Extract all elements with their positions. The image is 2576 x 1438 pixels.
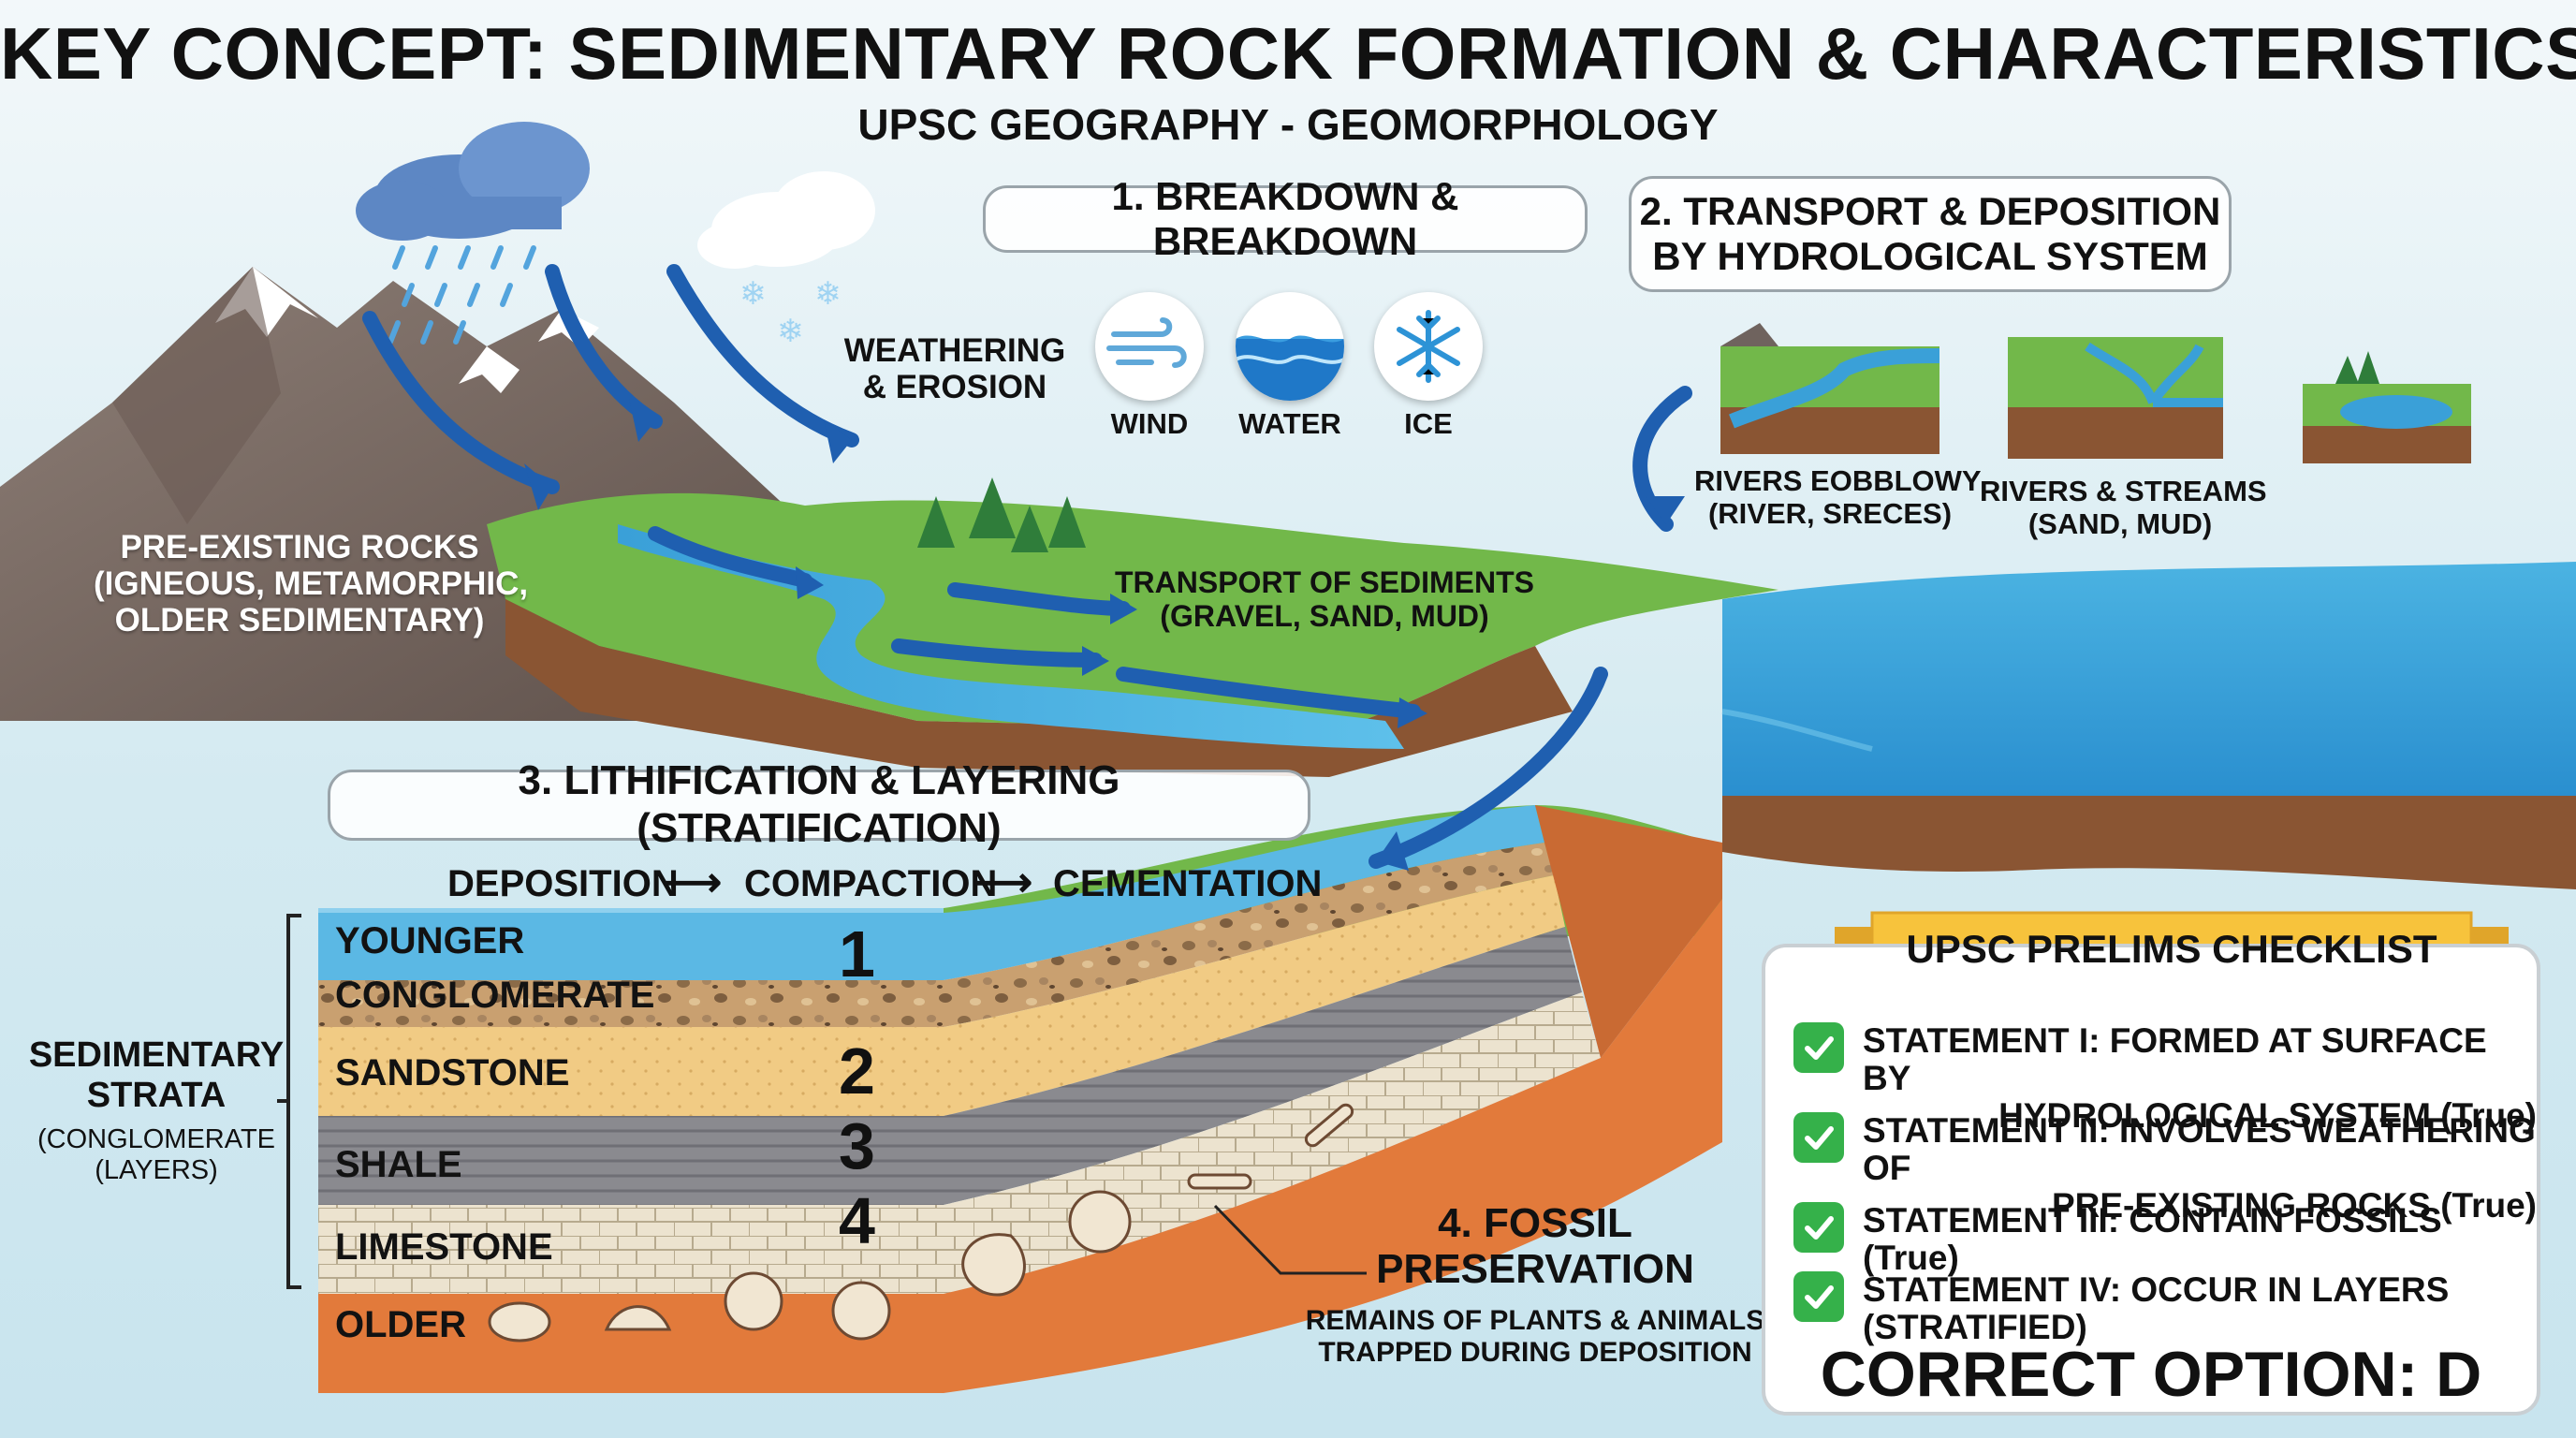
stage3-label: 3. LITHIFICATION & LAYERING (STRATIFICAT… xyxy=(328,757,1310,851)
stage1-label: 1. BREAKDOWN & BREAKDOWN xyxy=(983,174,1588,263)
wind-label: WIND xyxy=(1110,407,1189,440)
svg-text:❄: ❄ xyxy=(777,313,804,350)
rain-cloud-icon xyxy=(356,122,590,345)
ice-icon xyxy=(1374,292,1483,401)
checklist-item-4: STATEMENT IV: OCCUR IN LAYERS (STRATIFIE… xyxy=(1793,1271,2537,1346)
layer-younger-band xyxy=(318,913,944,980)
weathering-label: WEATHERING & EROSION xyxy=(843,332,1066,406)
layer-conglomerate-band xyxy=(318,980,944,1027)
layer-number-1: 1 xyxy=(839,917,875,990)
checklist-item-2: STATEMENT II: INVOLVES WEATHERING OF PRE… xyxy=(1793,1112,2537,1225)
prelims-checklist-card: STATEMENT I: FORMED AT SURFACE BY HYDROL… xyxy=(1762,944,2540,1416)
stream-environment-block xyxy=(2008,337,2223,459)
checkmark-icon xyxy=(1793,1202,1844,1253)
layer-label-younger: YOUNGER xyxy=(335,920,525,961)
checkmark-icon xyxy=(1793,1112,1844,1163)
stage2-label: 2. TRANSPORT & DEPOSITION BY HYDROLOGICA… xyxy=(1629,176,2232,292)
layer-limestone-band xyxy=(318,1205,944,1294)
strata-side-label: SEDIMENTARY STRATA (CONGLOMERATE (LAYERS… xyxy=(28,1035,285,1185)
checklist-item-3: STATEMENT III: CONTAIN FOSSILS (True) xyxy=(1793,1202,2537,1277)
process-cementation: CEMENTATION xyxy=(1053,863,1323,904)
checkmark-icon xyxy=(1793,1022,1844,1073)
layer-number-3: 3 xyxy=(839,1109,875,1182)
process-arrow-1: ⟶ xyxy=(663,859,723,905)
environment-label-1: RIVERS EOBBLOWY (RIVER, SRECES) xyxy=(1694,464,1982,530)
layer-number-2: 2 xyxy=(839,1034,875,1108)
process-arrow-2: ⟶ xyxy=(973,859,1033,905)
fossil-description: REMAINS OF PLANTS & ANIMALS TRAPPED DURI… xyxy=(1305,1305,1765,1368)
process-compaction: COMPACTION xyxy=(744,863,998,904)
page-subtitle: UPSC GEOGRAPHY - GEOMORPHOLOGY xyxy=(857,100,1719,149)
layer-label-shale: SHALE xyxy=(335,1144,462,1185)
checklist-item-1: STATEMENT I: FORMED AT SURFACE BY HYDROL… xyxy=(1793,1022,2537,1135)
river-environment-block xyxy=(1720,323,1940,454)
layer-number-4: 4 xyxy=(839,1184,875,1257)
fossil-pointer-line xyxy=(1213,1204,1367,1275)
strata-bracket xyxy=(277,914,301,1289)
layer-label-older: OLDER xyxy=(335,1304,466,1345)
lake-environment-block xyxy=(2303,351,2471,463)
layer-sandstone-band xyxy=(318,1027,944,1116)
wind-icon xyxy=(1095,292,1204,401)
process-deposition: DEPOSITION xyxy=(447,863,679,904)
svg-text:❄: ❄ xyxy=(739,275,767,313)
layer-label-sandstone: SANDSTONE xyxy=(335,1052,570,1093)
snow-cloud-icon: ❄ ❄ ❄ xyxy=(697,171,875,350)
environment-label-2: RIVERS & STREAMS (SAND, MUD) xyxy=(1980,475,2267,540)
checklist-title: UPSC PRELIMS CHECKLIST xyxy=(1906,927,2437,971)
checkmark-icon xyxy=(1793,1271,1844,1322)
transport-sediments-label: TRANSPORT OF SEDIMENTS (GRAVEL, SAND, MU… xyxy=(1114,565,1534,633)
flow-arrows xyxy=(362,264,1692,869)
page-title: KEY CONCEPT: SEDIMENTARY ROCK FORMATION … xyxy=(0,12,2576,95)
svg-text:❄: ❄ xyxy=(814,275,842,313)
ice-label: ICE xyxy=(1404,407,1453,440)
layer-label-limestone: LIMESTONE xyxy=(335,1226,553,1268)
correct-option-answer: CORRECT OPTION: D xyxy=(1820,1339,2482,1410)
pre-existing-rocks-label: PRE-EXISTING ROCKS (IGNEOUS, METAMORPHIC… xyxy=(94,529,529,639)
fossil-title: 4. FOSSIL PRESERVATION xyxy=(1376,1200,1694,1293)
layer-shale-band xyxy=(318,1116,944,1205)
water-icon xyxy=(1236,292,1344,401)
layer-label-conglomerate: CONGLOMERATE xyxy=(335,975,655,1016)
water-label: WATER xyxy=(1238,407,1341,440)
